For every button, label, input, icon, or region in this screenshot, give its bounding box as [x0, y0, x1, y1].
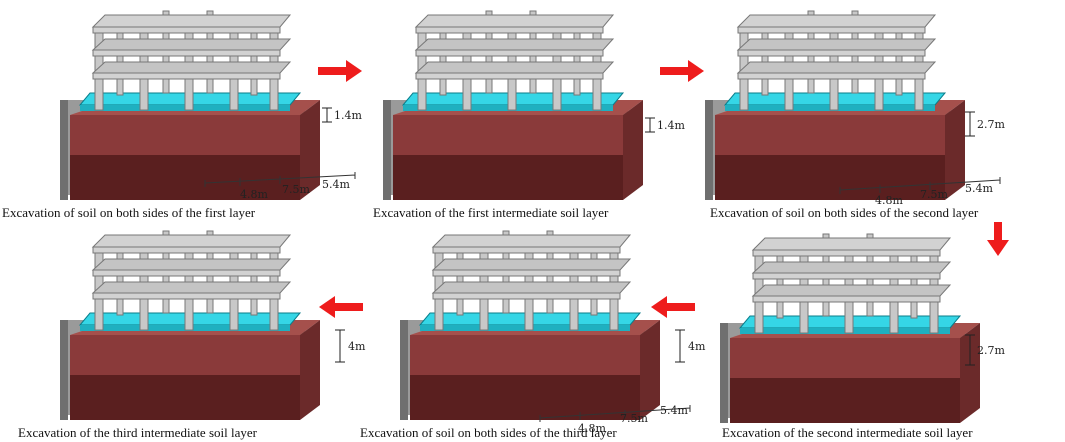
caption-step-6: Excavation of the third intermediate soi…	[18, 425, 257, 440]
arrow-right-icon-2	[660, 60, 704, 82]
panel-2-model	[382, 10, 644, 201]
arrow-right-icon-1	[318, 60, 362, 82]
panel-5-model	[399, 230, 661, 421]
plan-dim-1-b: 7.5m	[282, 183, 310, 196]
caption-step-4: Excavation of the second intermediate so…	[722, 425, 973, 440]
plan-dim-5-a: 4.8m	[578, 422, 606, 435]
panel-4-model	[719, 233, 981, 424]
depth-label-1: 1.4m	[334, 109, 362, 122]
depth-label-3: 2.7m	[977, 118, 1005, 131]
plan-dim-3-a: 4.8m	[875, 194, 903, 207]
plan-dim-1-c: 5.4m	[322, 178, 350, 191]
arrow-left-icon-1	[651, 296, 695, 318]
plan-dim-3-c: 5.4m	[965, 182, 993, 195]
arrow-down-icon	[987, 222, 1009, 256]
caption-step-5: Excavation of soil on both sides of the …	[360, 425, 617, 440]
plan-dim-5-c: 5.4m	[660, 404, 688, 417]
caption-step-3: Excavation of soil on both sides of the …	[710, 205, 979, 220]
plan-dim-1-a: 4.8m	[240, 188, 268, 201]
arrow-left-icon-2	[319, 296, 363, 318]
depth-label-2: 1.4m	[657, 119, 685, 132]
panel-1-model	[59, 10, 321, 201]
panel-3-model	[704, 10, 966, 201]
plan-dim-3-b: 7.5m	[920, 188, 948, 201]
sequence-arrows	[318, 60, 1009, 318]
caption-step-2: Excavation of the first intermediate soi…	[373, 205, 609, 220]
depth-label-5: 4m	[688, 340, 706, 353]
depth-label-4: 2.7m	[977, 344, 1005, 357]
caption-step-1: Excavation of soil on both sides of the …	[2, 205, 256, 220]
panel-6-model	[59, 230, 321, 421]
plan-dim-5-b: 7.5m	[620, 412, 648, 425]
depth-label-6: 4m	[348, 340, 366, 353]
